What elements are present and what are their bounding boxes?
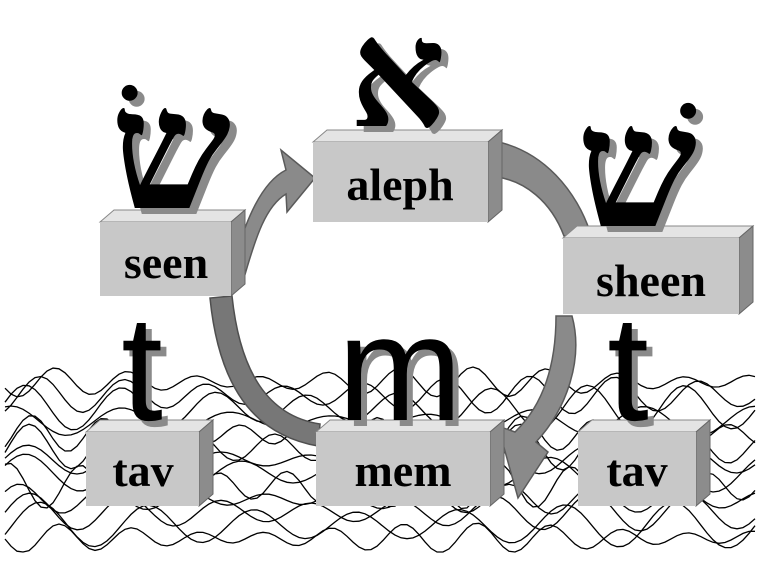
wave-line (5, 523, 755, 552)
glyph-sheen: שׁ (577, 67, 697, 267)
glyph-mem: m (338, 284, 463, 452)
box-sheen-side (739, 226, 753, 314)
glyph-tav-left: t (121, 284, 163, 452)
box-aleph-side (488, 130, 502, 222)
glyph-seen: שׂ (111, 49, 231, 249)
glyph-tav-right: t (607, 284, 649, 452)
arrow-aleph-to-sheen (488, 140, 590, 236)
box-tav-right-side (696, 420, 710, 506)
box-tav-left-side (199, 420, 213, 506)
box-mem-side (490, 420, 504, 506)
glyph-aleph: א (350, 0, 446, 162)
arrow-mem-to-seen (210, 296, 320, 446)
